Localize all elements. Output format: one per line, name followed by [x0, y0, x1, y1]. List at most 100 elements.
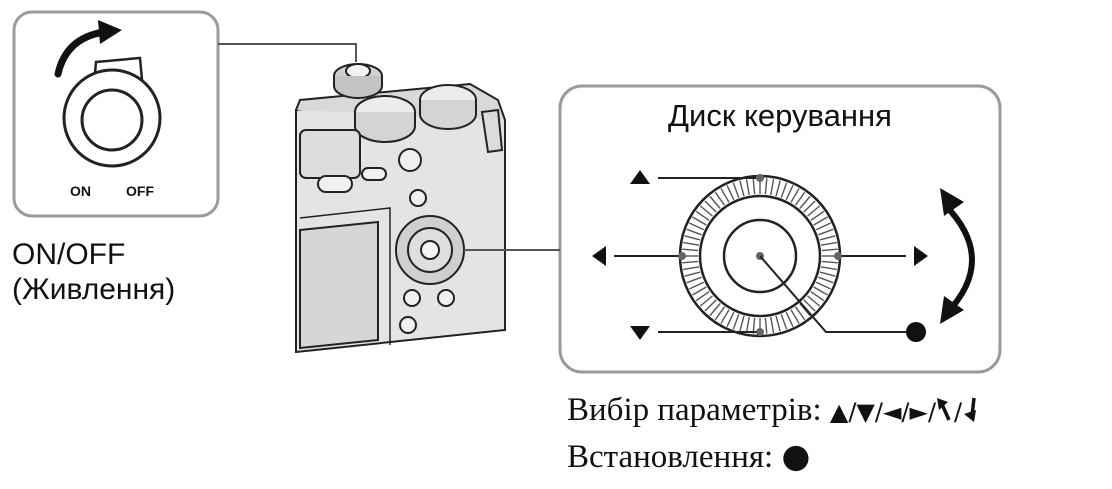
dial-knurl-tick	[709, 195, 721, 209]
dial-knurl-tick	[686, 228, 702, 236]
dial-knurl-tick	[732, 314, 740, 330]
dial-rotate-arrowhead-top	[940, 188, 964, 216]
dial-knurl-tick	[818, 276, 834, 284]
dial-knurl-tick	[720, 309, 730, 324]
dial-knurl-tick	[739, 180, 745, 197]
dial-knurl-tick	[770, 316, 775, 333]
dial-knurl-tick	[810, 290, 825, 302]
dial-knurl-tick	[704, 200, 717, 213]
dial-knurl-tick	[803, 299, 816, 312]
dial-knurl-tick	[785, 185, 794, 201]
power-rotate-arrow	[54, 28, 108, 78]
dial-knurl-tick	[686, 276, 702, 284]
dial-knurl-tick	[684, 235, 701, 241]
power-label: ON/OFF (Живлення)	[12, 238, 175, 307]
dial-knurl-tick	[785, 311, 794, 327]
dial-knurl-tick	[699, 205, 713, 217]
camera-screen	[299, 220, 379, 350]
dial-set-dot	[906, 322, 926, 342]
dial-knurl-tick	[682, 248, 699, 252]
camera-strap-lug	[480, 108, 504, 154]
dial-knurl-tick	[720, 188, 730, 203]
caption: Вибір параметрів: ▲/▼/◄/►// Встановлення…	[567, 388, 980, 479]
caption-select-symbols: ▲/▼/◄/►/	[829, 398, 937, 426]
dial-knurling	[682, 178, 838, 334]
dial-knurl-tick	[704, 299, 717, 312]
power-leader-line	[218, 43, 357, 62]
dial-knurl-tick	[821, 260, 838, 264]
dial-knurl-tick	[764, 317, 768, 334]
dial-knurl-tick	[770, 179, 775, 196]
dial-knurl-tick	[794, 191, 806, 206]
dial-knurl-tick	[780, 182, 788, 198]
dial-knurl-tick	[780, 314, 788, 330]
dial-knurl-tick	[714, 306, 726, 321]
dial-knurl-tick	[794, 306, 806, 321]
dial-knurl-tick	[815, 281, 831, 290]
dial-left-arrowhead	[592, 246, 606, 266]
dial-knurl-tick	[695, 290, 710, 302]
rotate-ccw-icon	[937, 398, 951, 421]
dial-knurl-tick	[790, 188, 800, 203]
dial-down-arrowhead	[630, 326, 650, 340]
dial-knurl-tick	[692, 216, 707, 226]
dial-knurl-tick	[799, 195, 811, 209]
dial-knurl-tick	[683, 266, 700, 271]
dial-knurl-tick	[745, 179, 750, 196]
dial-knurl-tick	[775, 315, 781, 332]
power-switch-on-text: ON	[70, 183, 91, 199]
camera-illustration	[295, 63, 506, 354]
power-label-line2: (Живлення)	[12, 272, 176, 306]
dial-knurl-tick	[819, 271, 836, 277]
dial-knurl-tick	[807, 295, 821, 307]
dial-knurl-tick	[689, 222, 705, 231]
dial-right-arrowhead	[914, 246, 928, 266]
dial-knurl-tick	[682, 260, 699, 264]
dial-knurl-tick	[745, 316, 750, 333]
power-switch-callout: ON OFF	[12, 10, 357, 218]
dial-knurl-tick	[714, 191, 726, 206]
dial-knurl-tick	[689, 281, 705, 290]
dial-rotate-arrow	[943, 203, 975, 317]
caption-set-row: Встановлення: ●	[567, 434, 980, 479]
power-switch-ring-inner	[80, 88, 144, 152]
dial-knurl-tick	[820, 241, 837, 246]
dial-title: Диск керування	[668, 98, 892, 133]
dial-up-arrowhead	[630, 170, 650, 184]
dial-knurl-tick	[692, 286, 707, 296]
power-rotate-arrowhead	[98, 20, 122, 44]
dial-knurl-tick	[813, 216, 828, 226]
dial-knurl-tick	[695, 210, 710, 222]
dial-knurl-tick	[726, 185, 735, 201]
dial-knurl-tick	[732, 182, 740, 198]
dial-knurl-tick	[790, 309, 800, 324]
dial-rotate-arrowhead-bottom	[940, 296, 964, 324]
dial-knurl-tick	[709, 303, 721, 317]
dial-knurl-tick	[739, 315, 745, 332]
dial-knurl-tick	[775, 180, 781, 197]
dial-knurl-tick	[799, 303, 811, 317]
dial-knurl-tick	[726, 311, 735, 327]
dial-knurl-tick	[752, 178, 756, 195]
rotate-cw-icon	[964, 397, 977, 422]
dial-knurl-tick	[810, 210, 825, 222]
dial-knurl-tick	[684, 271, 701, 277]
dial-knurl-tick	[699, 295, 713, 307]
dial-knurl-tick	[683, 241, 700, 246]
dial-set-line	[759, 255, 906, 333]
dial-knurl-tick	[807, 205, 821, 217]
camera-viewfinder	[299, 129, 361, 179]
dial-knurl-tick	[815, 222, 831, 231]
dial-knurl-tick	[820, 266, 837, 271]
dial-knurl-tick	[818, 228, 834, 236]
caption-set-symbol: ●	[781, 436, 811, 475]
dial-knurl-tick	[821, 248, 838, 252]
caption-select-label: Вибір параметрів:	[567, 392, 822, 428]
dial-knurl-tick	[764, 178, 768, 195]
dial-knurl-tick	[803, 200, 816, 213]
caption-set-label: Встановлення:	[567, 439, 774, 475]
dial-knurl-tick	[813, 286, 828, 296]
power-switch-off-text: OFF	[126, 183, 154, 199]
